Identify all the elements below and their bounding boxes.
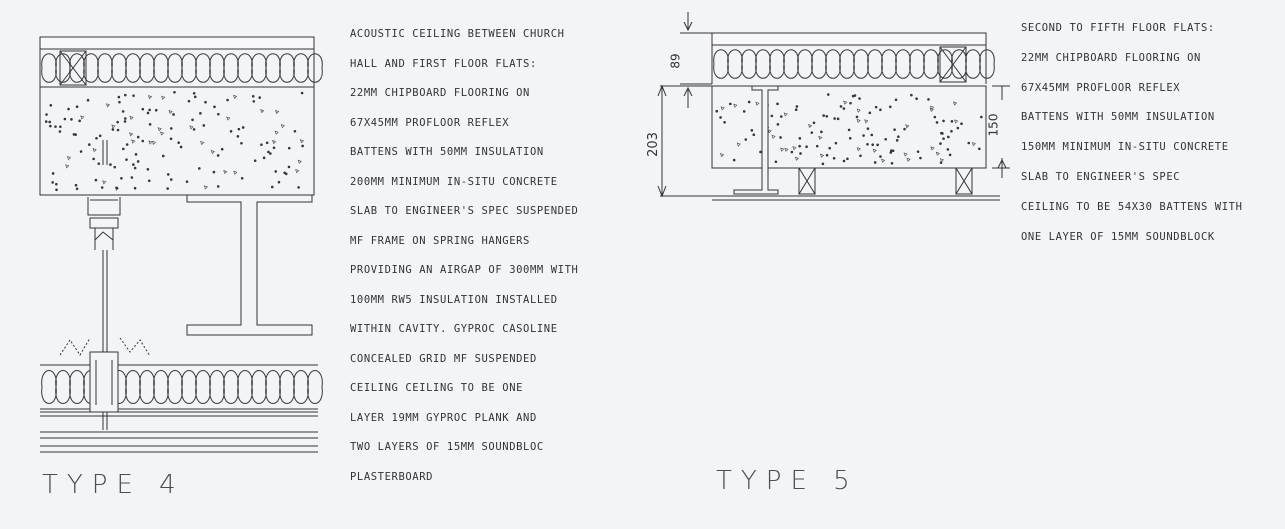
spec-line: 67X45MM PROFLOOR REFLEX — [1021, 81, 1181, 94]
spec-line: SLAB TO ENGINEER'S SPEC — [1021, 170, 1181, 183]
spec-line: ACOUSTIC CEILING BETWEEN CHURCH — [350, 28, 565, 40]
spec-line: 67X45MM PROFLOOR REFLEX — [350, 116, 510, 129]
spec-line: WITHIN CAVITY. GYPROC CASOLINE — [350, 323, 558, 335]
spec-line: 150MM MINIMUM IN-SITU CONCRETE — [1021, 141, 1229, 154]
spec-line: 22MM CHIPBOARD FLOORING ON — [1021, 51, 1201, 64]
spec-line: 22MM CHIPBOARD FLOORING ON — [350, 87, 530, 99]
type4-label: TYPE 4 — [42, 470, 185, 500]
type5-dimension-lines — [657, 12, 1010, 198]
dimension-89: 89 — [668, 53, 683, 69]
spec-line: TWO LAYERS OF 15MM SOUNDBLOC — [350, 441, 544, 453]
type5-concrete-slab — [711, 85, 987, 169]
spec-line: MF FRAME ON SPRING HANGERS — [350, 234, 530, 247]
type4-concrete-slab — [39, 86, 315, 196]
spec-line: HALL AND FIRST FLOOR FLATS: — [350, 57, 537, 70]
spec-line: PLASTERBOARD — [350, 470, 434, 483]
type4-section — [39, 36, 323, 453]
spec-line: BATTENS WITH 50MM INSULATION — [1021, 111, 1215, 124]
type5-specification: SECOND TO FIFTH FLOOR FLATS: 22MM CHIPBOA… — [1021, 14, 1243, 252]
spec-line: CEILING TO BE 54X30 BATTENS WITH — [1021, 200, 1243, 213]
type4-steel-beam — [186, 194, 313, 336]
spec-line: CONCEALED GRID MF SUSPENDED — [350, 352, 537, 365]
type4-specification: ACOUSTIC CEILING BETWEEN CHURCH HALL AND … — [350, 20, 578, 492]
spec-line: PROVIDING AN AIRGAP OF 300MM WITH — [350, 264, 579, 276]
dimension-150: 150 — [986, 113, 1001, 137]
spec-line: 200MM MINIMUM IN-SITU CONCRETE — [350, 175, 558, 188]
type5-label: TYPE 5 — [716, 466, 859, 496]
spec-line: LAYER 19MM GYPROC PLANK AND — [350, 411, 537, 424]
dimension-203: 203 — [645, 132, 661, 157]
spec-line: SLAB TO ENGINEER'S SPEC SUSPENDED — [350, 205, 579, 217]
type5-section — [657, 12, 1010, 201]
spec-line: ONE LAYER OF 15MM SOUNDBLOCK — [1021, 230, 1215, 243]
spec-line: 100MM RW5 INSULATION INSTALLED — [350, 293, 558, 306]
spec-line: BATTENS WITH 50MM INSULATION — [350, 146, 544, 158]
spec-line: CEILING CEILING TO BE ONE — [350, 382, 524, 394]
spec-line: SECOND TO FIFTH FLOOR FLATS: — [1021, 22, 1215, 34]
type4-floor-insulation — [39, 49, 323, 87]
